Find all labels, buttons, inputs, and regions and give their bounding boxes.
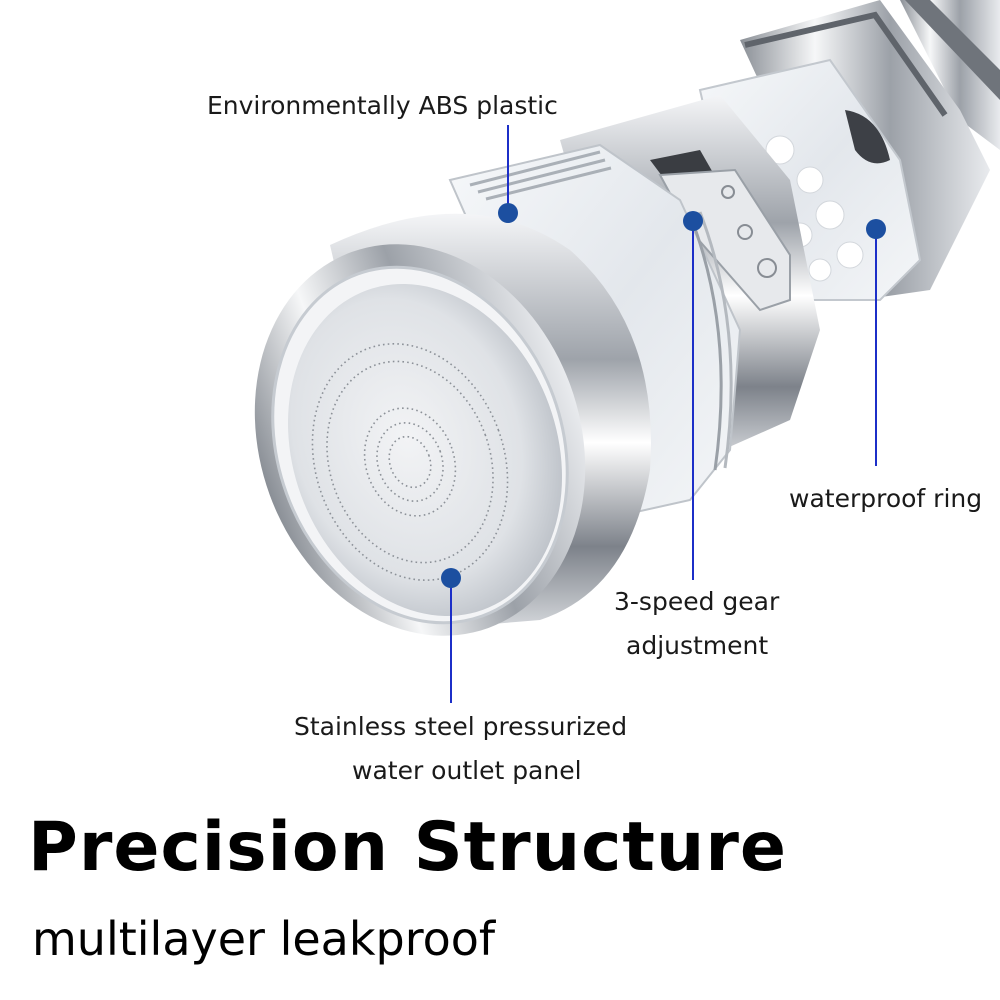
subheadline: multilayer leakproof [32, 912, 496, 966]
gear-label-line2: adjustment [626, 631, 769, 660]
callout-gear-marker [683, 211, 703, 580]
panel-label-line2: water outlet panel [352, 756, 582, 785]
aerator-head [254, 213, 651, 636]
gear-label-line1: 3-speed gear [614, 587, 780, 616]
callout-abs-plastic-marker [498, 125, 518, 223]
abs-plastic-label: Environmentally ABS plastic [207, 91, 558, 120]
callout-waterproof-ring-marker [866, 219, 886, 466]
headline: Precision Structure [28, 808, 787, 887]
hose-connector [900, 0, 1000, 150]
panel-label-line1: Stainless steel pressurized [294, 712, 628, 741]
callout-panel-marker [441, 568, 461, 703]
waterproof-ring-label: waterproof ring [789, 484, 983, 513]
